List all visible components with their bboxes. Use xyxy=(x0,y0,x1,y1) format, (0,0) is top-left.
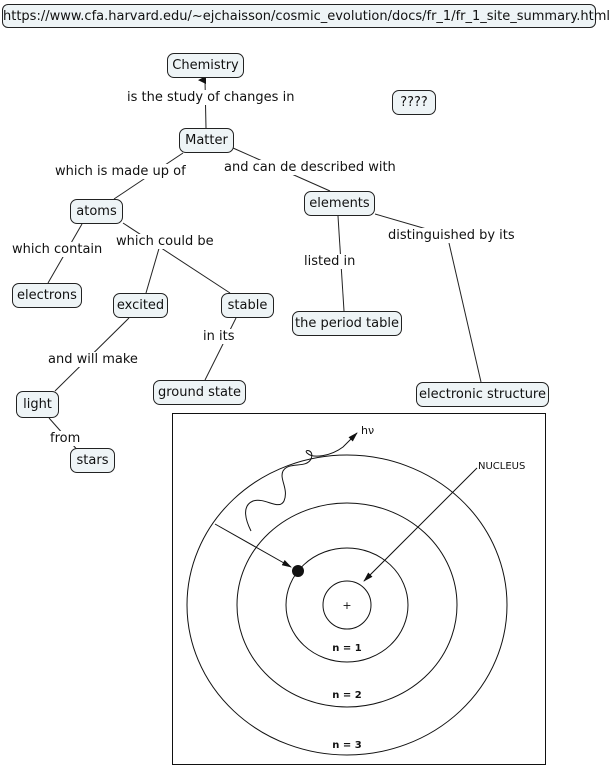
node-electronic-structure[interactable]: electronic structure xyxy=(416,382,549,407)
link-label-described-with: and can de described with xyxy=(223,160,397,175)
link-elements-electronic xyxy=(374,213,431,231)
orbit-label-n3: n = 3 xyxy=(332,740,361,751)
link-label-study-of: is the study of changes in xyxy=(126,90,296,105)
orbit-label-n1: n = 1 xyxy=(332,643,361,654)
link-electronic-label xyxy=(448,242,482,383)
node-ground-state[interactable]: ground state xyxy=(153,380,246,405)
link-label-distinguished-by: distinguished by its xyxy=(387,228,516,243)
nucleus-label: NUCLEUS xyxy=(478,461,525,472)
node-stars[interactable]: stars xyxy=(70,448,115,473)
link-label-could-be: which could be xyxy=(115,234,215,249)
photon-label: hν xyxy=(361,424,374,437)
bohr-atom-figure: + hν NUCLEUS n = 1 n = 2 n = 3 xyxy=(172,413,546,765)
orbit-n1 xyxy=(285,547,409,663)
node-period-table[interactable]: the period table xyxy=(292,311,402,336)
link-label-made-up-of: which is made up of xyxy=(54,164,187,179)
link-atoms-excited xyxy=(145,244,161,294)
link-label-from: from xyxy=(49,431,82,446)
orbit-n2 xyxy=(236,502,458,708)
photon-wave xyxy=(245,432,358,532)
link-label-will-make: and will make xyxy=(47,352,139,367)
node-atoms[interactable]: atoms xyxy=(70,199,123,224)
nucleus-circle xyxy=(322,580,372,630)
electron-arrow xyxy=(214,523,292,568)
nucleus-plus: + xyxy=(342,599,351,612)
node-stable[interactable]: stable xyxy=(221,293,274,318)
orbit-outer xyxy=(186,454,508,756)
node-excited[interactable]: excited xyxy=(113,293,168,318)
node-light[interactable]: light xyxy=(16,391,59,418)
node-chemistry[interactable]: Chemistry xyxy=(167,53,244,78)
link-stable-ground xyxy=(204,317,237,381)
node-electrons[interactable]: electrons xyxy=(12,283,82,308)
electron-icon xyxy=(292,565,304,577)
nucleus-pointer xyxy=(363,467,478,582)
link-label-in-its: in its xyxy=(202,329,236,344)
orbit-label-n2: n = 2 xyxy=(332,690,361,701)
node-elements[interactable]: elements xyxy=(304,191,375,216)
url-box[interactable]: https://www.cfa.harvard.edu/~ejchaisson/… xyxy=(2,4,610,28)
node-unknown[interactable]: ???? xyxy=(392,90,436,115)
node-matter[interactable]: Matter xyxy=(179,128,234,153)
link-label-contain: which contain xyxy=(11,242,104,257)
link-label-listed-in: listed in xyxy=(303,254,357,269)
bohr-atom-diagram: + hν NUCLEUS n = 1 n = 2 n = 3 xyxy=(186,424,525,756)
